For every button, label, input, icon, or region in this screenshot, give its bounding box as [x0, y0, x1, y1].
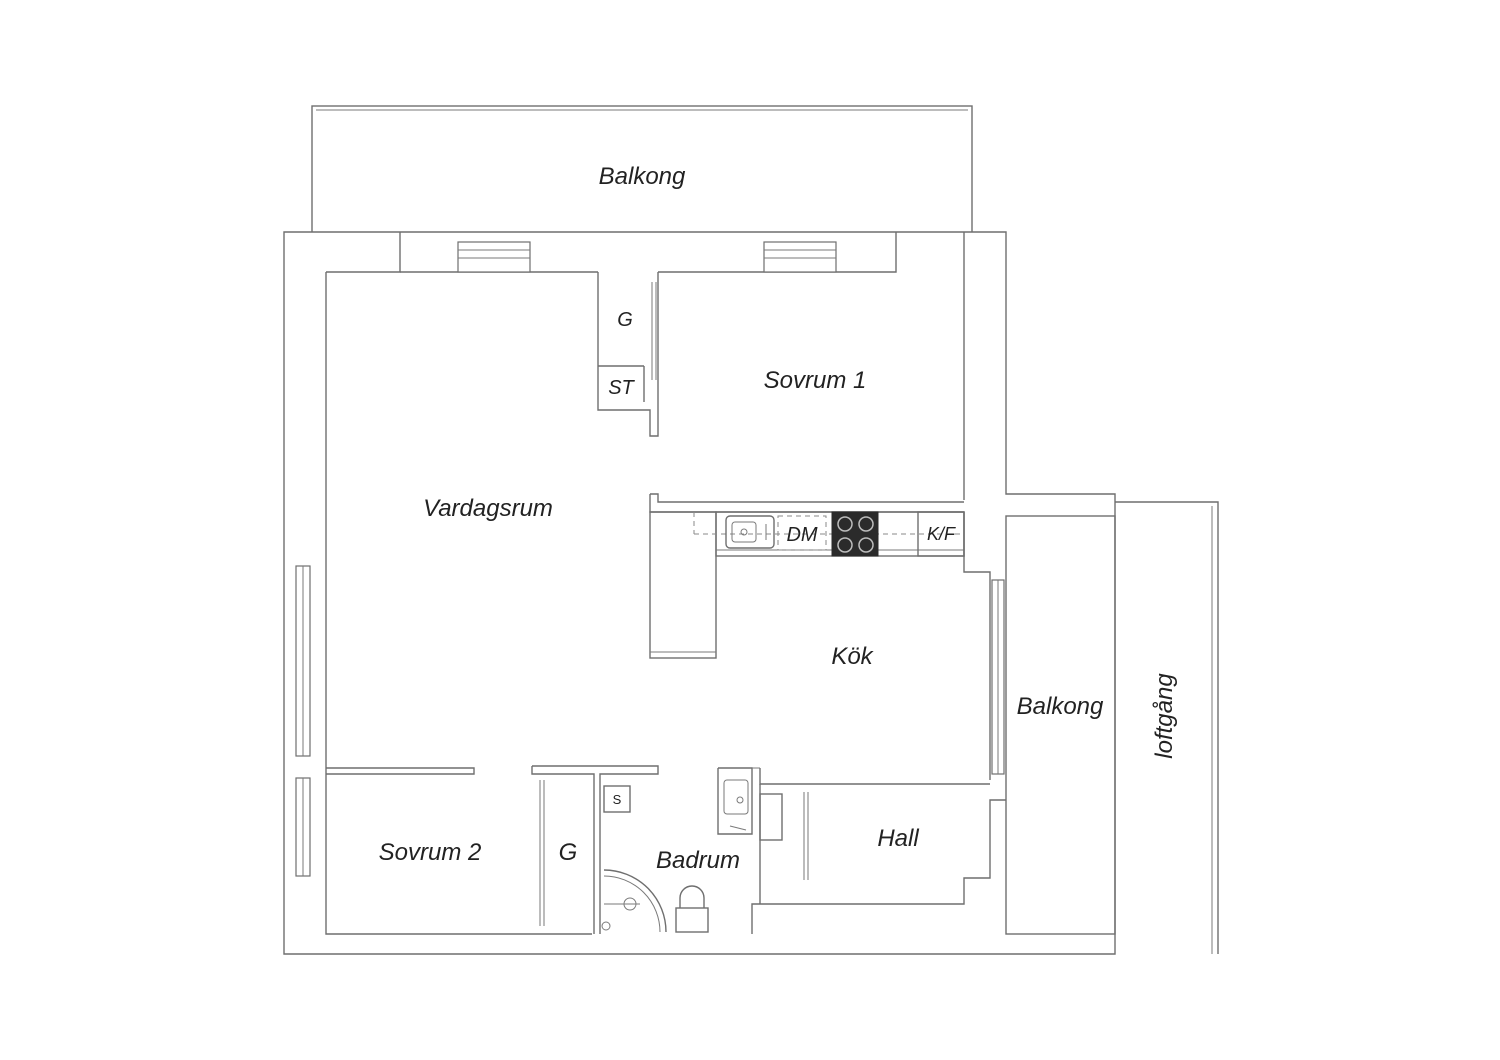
label-dishwasher: DM [786, 524, 817, 546]
label-garderob-top: G [617, 309, 633, 331]
label-garderob-bottom: G [559, 839, 578, 866]
lower-walls [326, 765, 990, 934]
label-fridge: K/F [927, 524, 956, 544]
label-loftgang: loftgång [1151, 673, 1178, 759]
top-wall-windows [326, 232, 897, 273]
label-badrum: Badrum [656, 847, 740, 874]
label-washer: S [613, 792, 622, 807]
label-sovrum-1: Sovrum 1 [764, 367, 867, 394]
top-closet [597, 272, 659, 437]
label-kok: Kök [831, 643, 874, 670]
label-vardagsrum: Vardagsrum [423, 495, 553, 522]
kitchen-window [991, 579, 1005, 775]
hall-walls [759, 784, 809, 904]
outer-walls [283, 231, 1116, 955]
label-balkong-top: Balkong [599, 163, 686, 190]
kitchen-counter [649, 511, 965, 659]
left-windows [295, 565, 311, 877]
label-sovrum-2: Sovrum 2 [379, 839, 482, 866]
loftgang [1115, 501, 1219, 954]
label-balkong-right: Balkong [1017, 693, 1104, 720]
right-balcony [1005, 515, 1116, 935]
label-storage: ST [608, 377, 635, 399]
label-hall: Hall [877, 825, 919, 852]
